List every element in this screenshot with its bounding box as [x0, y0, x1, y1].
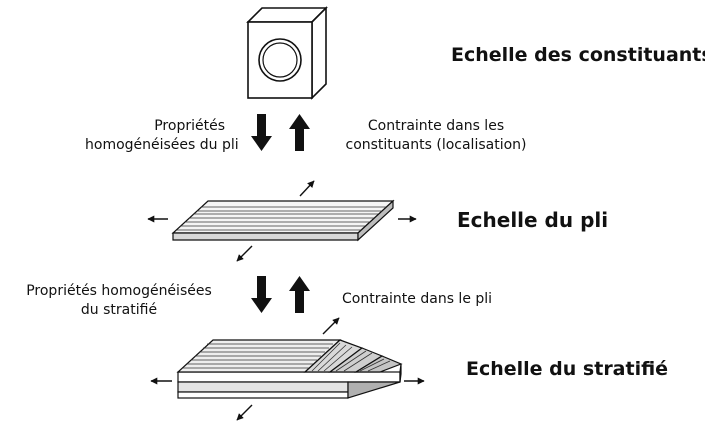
label-line: Contrainte dans les: [367, 118, 505, 134]
localization-up-arrow-1: [289, 114, 310, 151]
homogenized-ply-properties-label: Propriétés homogénéisées du pli: [85, 117, 239, 155]
label-line: Propriétés: [154, 118, 225, 134]
constituent-stress-label: Contrainte dans les constituants (locali…: [328, 117, 544, 155]
homogenization-down-arrow-2: [251, 276, 272, 313]
localization-up-arrow-2: [289, 276, 310, 313]
homogenized-laminate-properties-label: Propriétés homogénéisées du stratifié: [14, 282, 224, 320]
homogenization-down-arrow-1: [251, 114, 272, 151]
ply-stress-label: Contrainte dans le pli: [342, 291, 493, 307]
label-line: Propriétés homogénéisées: [26, 283, 212, 299]
ply-load-arrows: [147, 180, 417, 262]
laminate-scale-title: Echelle du stratifié: [466, 358, 669, 380]
constituent-cube-icon: [246, 6, 328, 100]
label-line: du stratifié: [80, 302, 158, 318]
laminate-load-arrows: [150, 317, 425, 421]
constituents-scale-title: Echelle des constituants: [451, 44, 705, 66]
ply-scale-title: Echelle du pli: [457, 208, 609, 232]
label-line: homogénéisées du pli: [85, 137, 239, 153]
laminate-stack-icon: [176, 339, 403, 399]
ply-plate-icon: [171, 199, 395, 242]
label-line: constituants (localisation): [345, 137, 527, 153]
